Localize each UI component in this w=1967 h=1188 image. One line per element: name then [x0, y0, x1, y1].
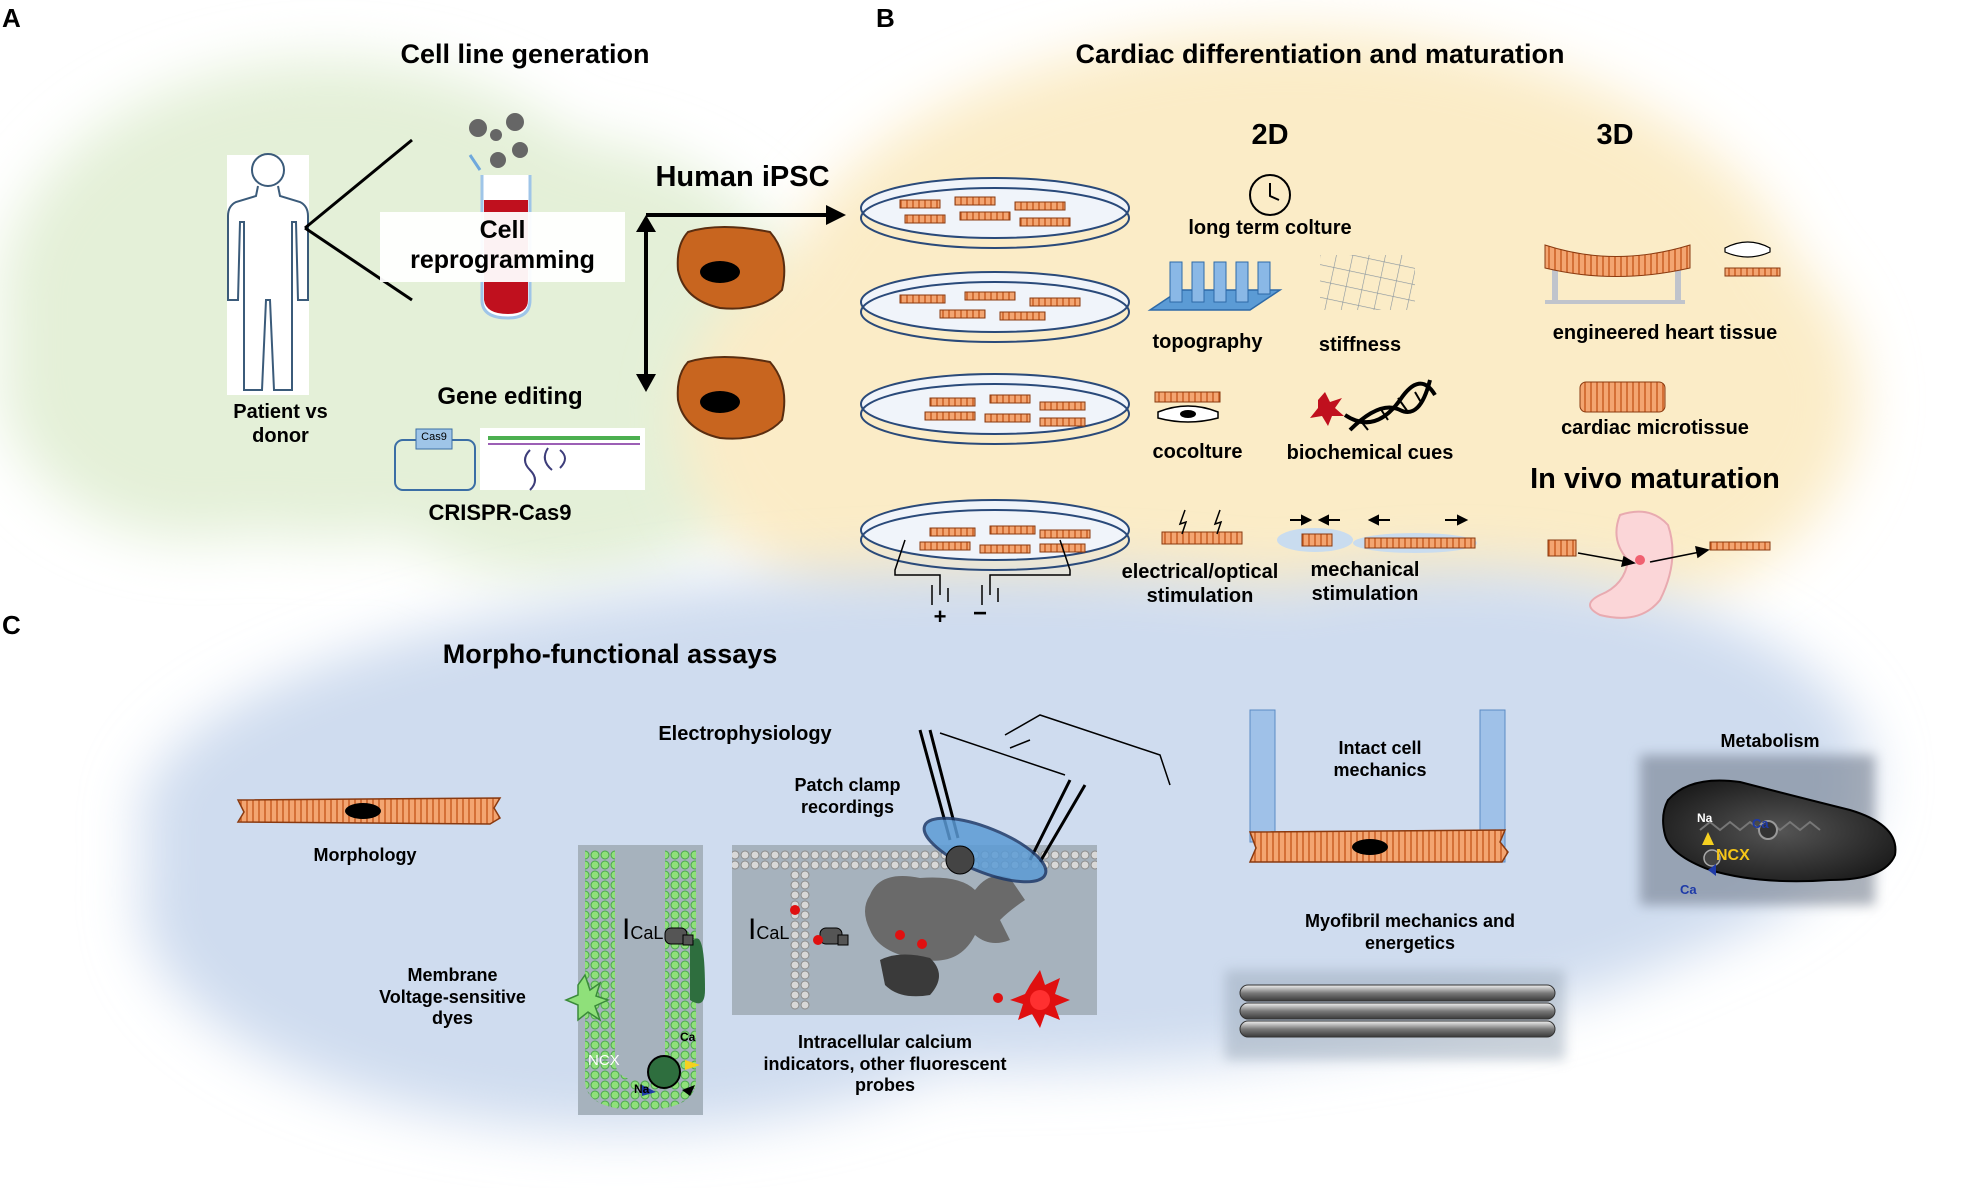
myofibril-mechanics-label: Myofibril mechanics and energetics	[1260, 911, 1560, 954]
cell-line-generation-title: Cell line generation	[400, 39, 650, 69]
calcium-indicators-label: Intracellular calcium indicators, other …	[735, 1032, 1035, 1097]
engineered-heart-tissue-label: engineered heart tissue	[1552, 322, 1778, 344]
mechanical-stimulation-icon	[1277, 514, 1477, 553]
membrane-line1: Membrane	[407, 965, 498, 985]
topography-label: topography	[1152, 331, 1263, 353]
intact-cell-mechanics-illustration	[1248, 709, 1509, 863]
patient-figure	[227, 153, 309, 395]
morpho-functional-title: Morpho-functional assays	[442, 639, 778, 669]
membrane-voltage-illustration	[564, 845, 705, 1115]
mechanical-stimulation-line1: mechanical	[1310, 559, 1420, 581]
cell-reprogramming-label: Cell reprogramming	[380, 215, 625, 275]
panel-label-c: C	[2, 610, 21, 640]
electrode-minus: −	[972, 600, 987, 627]
cardiac-microtissue-icon	[1579, 381, 1666, 413]
ical-i-2: I	[748, 913, 757, 946]
intact-cell-line2: mechanics	[1333, 759, 1427, 780]
panel-label-b: B	[876, 3, 895, 33]
panel-label-a: A	[2, 3, 21, 33]
electrical-stimulation-icon	[1161, 509, 1243, 545]
ca-label-membrane: Ca	[680, 1030, 696, 1044]
electrical-stimulation-label: electrical/optical stimulation	[1105, 560, 1295, 608]
in-vivo-maturation-label: In vivo maturation	[1530, 463, 1780, 495]
electrode-circuit	[894, 539, 1071, 605]
patch-clamp-label: Patch clamp recordings	[760, 775, 935, 818]
metabolism-label: Metabolism	[1720, 731, 1820, 751]
myofibril-line2: energetics	[1364, 932, 1456, 953]
na-label-membrane: Na	[634, 1082, 650, 1096]
patch-clamp-line1: Patch clamp	[794, 775, 901, 795]
engineered-heart-tissue-icon	[1544, 241, 1781, 304]
calcium-line1: Intracellular calcium	[797, 1032, 973, 1052]
virus-particles	[469, 113, 528, 168]
coculture-icon	[1154, 391, 1221, 423]
crispr-illustration	[394, 428, 645, 491]
dna-helix-icon	[1343, 379, 1437, 432]
ical-i: I	[622, 913, 631, 946]
gene-editing-label: Gene editing	[437, 383, 583, 410]
patient-label: Patient vs donor	[198, 400, 363, 448]
na-label-mito: Na	[1697, 811, 1713, 825]
electrical-stimulation-line1: electrical/optical	[1121, 561, 1279, 583]
human-ipsc-label: Human iPSC	[655, 161, 830, 193]
myofibril-line1: Myofibril mechanics and	[1304, 911, 1516, 931]
coculture-label: cocolture	[1152, 441, 1243, 463]
topography-icon	[1147, 261, 1283, 311]
mechanical-stimulation-line2: stimulation	[1311, 583, 1419, 605]
ca-label-mito-bottom: Ca	[1680, 882, 1697, 897]
patient-label-line2: donor	[252, 425, 309, 447]
cardiac-differentiation-title: Cardiac differentiation and maturation	[1075, 39, 1565, 69]
electrophysiology-label: Electrophysiology	[658, 723, 832, 745]
membrane-line3: dyes	[431, 1008, 474, 1029]
cas9-tag: Cas9	[421, 431, 447, 443]
intact-cell-line1: Intact cell	[1338, 738, 1422, 758]
clock-icon	[1249, 174, 1291, 216]
ical-label-membrane: ICaL	[622, 912, 663, 948]
patch-clamp-illustration	[918, 714, 1171, 884]
cell-reprogramming-line2: reprogramming	[410, 246, 595, 274]
calcium-indicator-illustration	[732, 845, 1097, 1028]
ncx-label-mito: NCX	[1716, 847, 1750, 864]
patient-label-line1: Patient vs	[233, 401, 328, 423]
column-2d-label: 2D	[1251, 119, 1289, 151]
myofibril-bundle-illustration	[1225, 970, 1565, 1060]
electrical-stimulation-line2: stimulation	[1146, 585, 1254, 607]
biochemical-star-icon	[1310, 392, 1344, 426]
intact-cell-mechanics-label: Intact cell mechanics	[1295, 738, 1465, 781]
ncx-label-membrane: NCX	[588, 1052, 620, 1069]
in-vivo-embryo-icon	[1547, 510, 1771, 619]
ca-label-mito-top: Ca	[1752, 816, 1769, 831]
ical-label-calcium: ICaL	[748, 912, 789, 948]
ical-sub: CaL	[630, 923, 664, 943]
calcium-line3: probes	[854, 1075, 915, 1096]
calcium-line2: indicators, other fluorescent	[763, 1053, 1007, 1074]
arrows-a	[636, 205, 846, 392]
electrode-plus: +	[933, 604, 947, 629]
long-term-culture-label: long term colture	[1188, 217, 1352, 239]
stiffness-label: stiffness	[1318, 334, 1402, 356]
cell-reprogramming-line1: Cell	[479, 216, 526, 244]
stiffness-mesh-icon	[1320, 255, 1415, 310]
cardiomyocytes-in-dishes	[899, 196, 1091, 554]
morphology-cell-icon	[236, 797, 502, 825]
ipsc-cells	[676, 226, 786, 440]
membrane-dyes-label: Membrane Voltage-sensitive dyes	[355, 965, 550, 1030]
morphology-label: Morphology	[313, 845, 417, 865]
biochemical-cues-label: biochemical cues	[1286, 442, 1454, 464]
ical-sub-2: CaL	[756, 923, 790, 943]
reprogramming-tube	[380, 154, 625, 320]
mitochondrion-illustration	[1640, 755, 1897, 905]
crispr-label: CRISPR-Cas9	[428, 500, 572, 525]
patch-clamp-line2: recordings	[800, 796, 895, 817]
cardiac-microtissue-label: cardiac microtissue	[1561, 417, 1749, 439]
mechanical-stimulation-label: mechanical stimulation	[1290, 558, 1440, 606]
connector-lines	[304, 138, 413, 302]
column-3d-label: 3D	[1596, 119, 1634, 151]
membrane-line2: Voltage-sensitive	[379, 986, 526, 1007]
